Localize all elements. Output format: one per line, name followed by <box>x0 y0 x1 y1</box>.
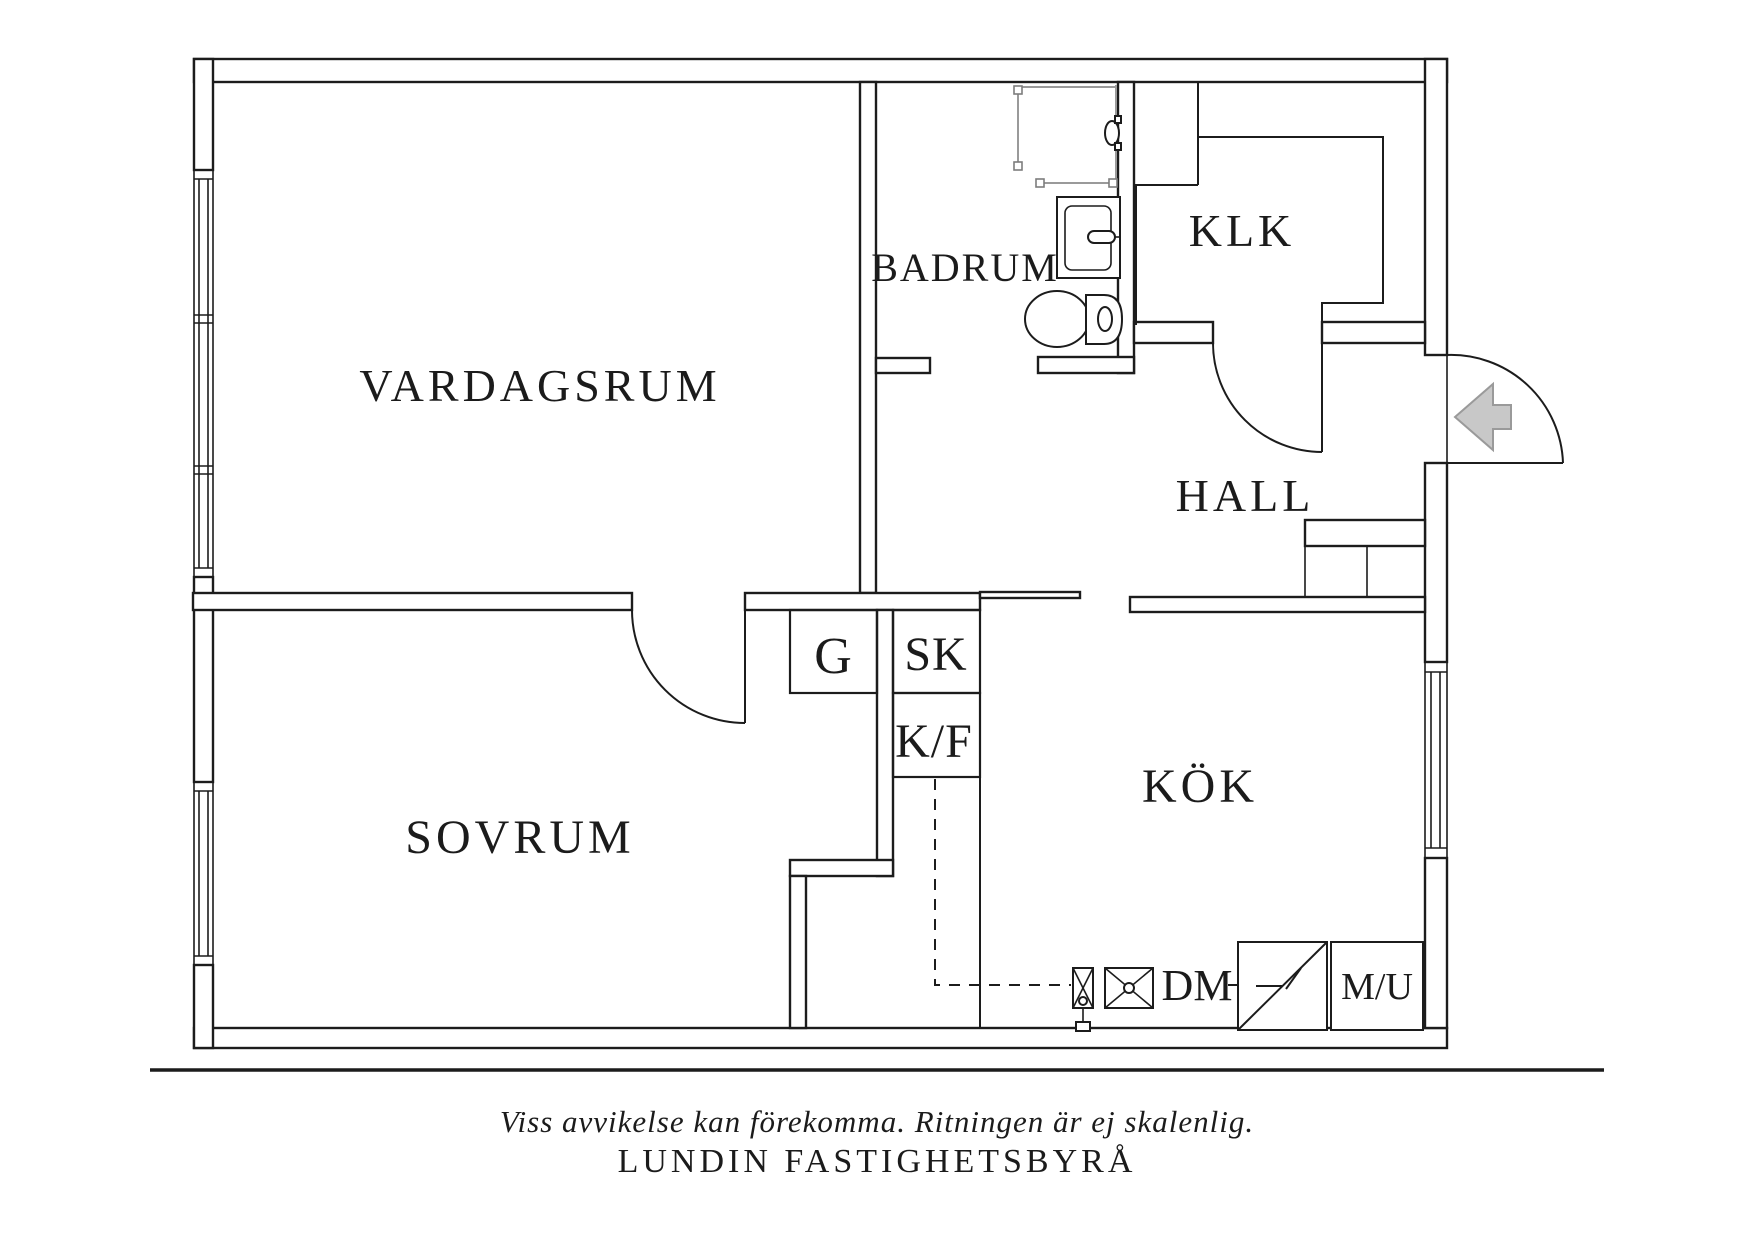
window-sovrum-icon <box>193 781 214 966</box>
labels: VARDAGSRUM BADRUM KLK HALL SOVRUM KÖK G … <box>359 205 1413 1010</box>
bathroom-sink-icon <box>1056 196 1121 279</box>
wall-sovrum-east-upper <box>875 608 895 878</box>
wall-sovrum-east-lower <box>788 874 808 1030</box>
wall-sovrum-jog <box>788 858 895 878</box>
cabinet-boxes <box>788 608 982 1028</box>
door-klk <box>1212 342 1323 453</box>
window-kok-icon <box>1424 661 1448 859</box>
kitchen-sink-icon <box>1072 967 1094 1032</box>
wall-kok-north <box>1128 595 1427 614</box>
stove-icon <box>1237 941 1328 1031</box>
interior-walls <box>191 80 1427 1030</box>
wall-right-lower <box>1423 856 1449 1030</box>
room-label-vardagsrum: VARDAGSRUM <box>359 360 720 411</box>
door-sovrum <box>631 609 746 724</box>
window-vardagsrum-icon <box>193 169 214 578</box>
footer-disclaimer: Viss avvikelse kan förekomma. Ritningen … <box>500 1104 1254 1139</box>
outer-walls <box>192 57 1449 1050</box>
wall-hall-north-east <box>1320 320 1427 345</box>
wall-thin-hall-south <box>978 590 1082 600</box>
closet-label-g: G <box>814 628 852 685</box>
kitchen-counter <box>934 779 1424 1032</box>
wall-badrum-south <box>1036 355 1136 375</box>
door-entry <box>1446 353 1564 464</box>
wall-left-lower <box>192 963 215 1050</box>
hall-step-cabinet <box>1304 545 1368 598</box>
micro-oven-box <box>1330 941 1424 1031</box>
closet-label-sk: SK <box>904 628 967 681</box>
klk-closet-outline <box>1135 82 1384 325</box>
wall-right-upper <box>1423 57 1449 357</box>
closet-g-box <box>788 608 879 695</box>
wall-vardagsrum-east <box>858 80 878 595</box>
wall-right-middle <box>1423 461 1449 664</box>
wall-top <box>192 57 1449 84</box>
kitchen-sink2-icon <box>1104 967 1154 1009</box>
appliance-label-mu: M/U <box>1341 966 1413 1008</box>
footer-agency: LUNDIN FASTIGHETSBYRÅ <box>618 1143 1137 1180</box>
wall-divider-west <box>191 591 634 612</box>
shower-icon <box>1013 85 1122 188</box>
room-label-kok: KÖK <box>1142 760 1258 813</box>
wall-hall-north-west <box>1132 320 1215 345</box>
closet-label-kf: K/F <box>895 715 973 768</box>
wall-divider-east <box>743 591 982 612</box>
footer: Viss avvikelse kan förekomma. Ritningen … <box>150 1068 1604 1180</box>
counter-dashed-line <box>934 779 1071 986</box>
room-label-sovrum: SOVRUM <box>405 811 634 864</box>
wall-badrum-door-jamb-west <box>874 356 932 375</box>
room-label-hall: HALL <box>1176 470 1315 521</box>
room-label-klk: KLK <box>1189 205 1296 256</box>
wall-left-upper <box>192 57 215 172</box>
wall-hall-step <box>1303 518 1427 548</box>
appliance-label-dm: DM <box>1162 961 1233 1010</box>
entry-arrow-icon <box>1453 381 1512 453</box>
room-label-badrum: BADRUM <box>871 245 1059 290</box>
toilet-icon <box>1024 290 1124 348</box>
